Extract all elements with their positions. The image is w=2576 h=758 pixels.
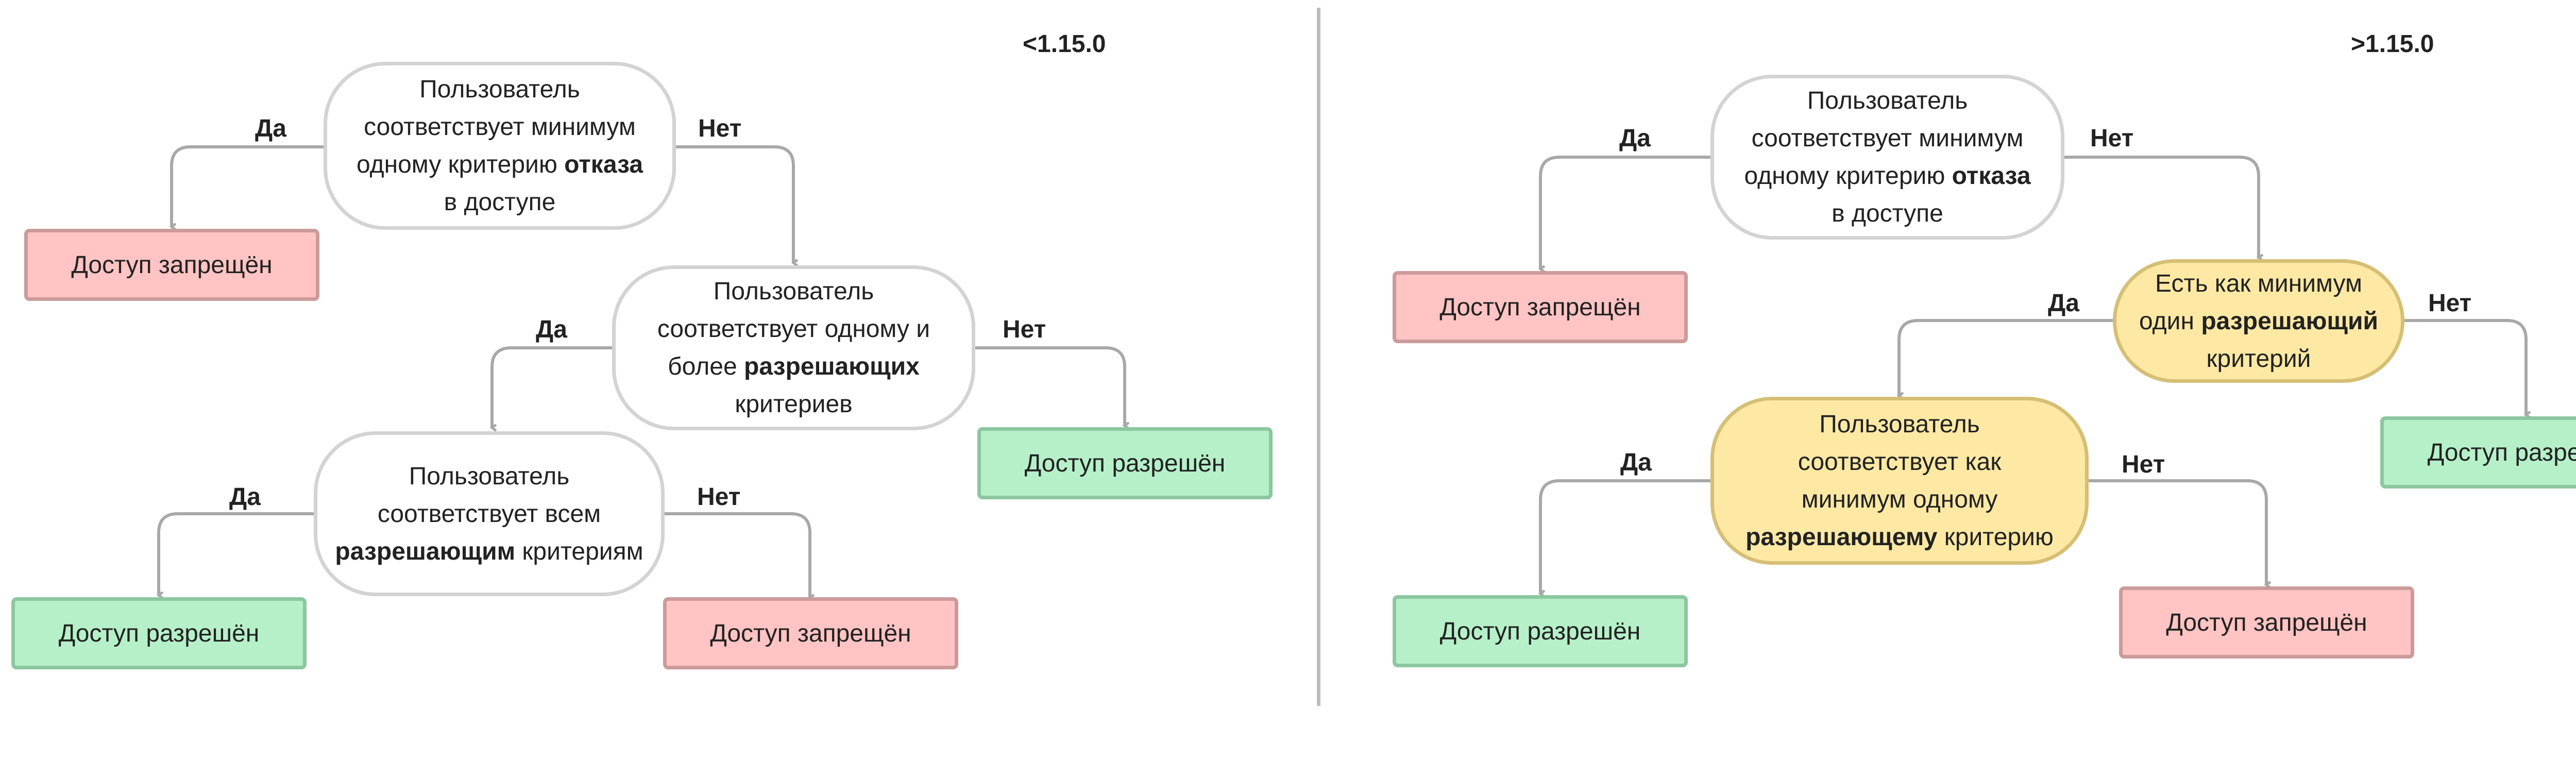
right-q2-yes-label: Да xyxy=(2048,290,2079,317)
edge-left-q3-no xyxy=(665,512,810,598)
version-label-right: >1.15.0 xyxy=(2351,30,2434,58)
left-outcome-access-granted-1: Доступ разрешён xyxy=(977,427,1273,499)
left-outcome-access-denied-1: Доступ запрещён xyxy=(24,229,319,301)
right-decision-at-least-one-allow: Пользователь соответствует как минимум о… xyxy=(1710,397,2089,565)
right-outcome-access-granted-2: Доступ разрешён xyxy=(1393,595,1688,667)
edge-right-q1-yes xyxy=(1540,156,1710,269)
edge-left-q3-yes xyxy=(159,512,314,595)
right-outcome-access-granted-1: Доступ разрешён xyxy=(2380,416,2576,489)
edge-right-q3-no xyxy=(2089,479,2266,585)
left-q3-yes-label: Да xyxy=(229,483,261,511)
right-decision-deny-criterion: Пользователь соответствует минимум одном… xyxy=(1710,75,2064,240)
left-decision-deny-criterion: Пользователь соответствует минимум одном… xyxy=(324,62,676,230)
left-outcome-access-denied-2: Доступ запрещён xyxy=(663,597,958,669)
panel-divider xyxy=(1317,8,1320,706)
edge-left-q2-yes xyxy=(492,346,612,428)
right-outcome-access-denied-1: Доступ запрещён xyxy=(1393,271,1688,343)
edge-left-q2-no xyxy=(975,346,1125,426)
left-q2-no-label: Нет xyxy=(1003,316,1046,343)
left-decision-all-allow-criteria: Пользователь соответствует всем разрешаю… xyxy=(314,431,665,596)
right-q3-yes-label: Да xyxy=(1620,449,1652,476)
right-q3-no-label: Нет xyxy=(2122,451,2165,478)
edge-right-q2-no xyxy=(2404,319,2526,415)
left-q2-yes-label: Да xyxy=(536,316,567,343)
right-outcome-access-denied-2: Доступ запрещён xyxy=(2119,586,2414,659)
right-q1-no-label: Нет xyxy=(2090,125,2134,152)
left-decision-allow-criteria: Пользователь соответствует одному и боле… xyxy=(612,265,975,430)
edge-left-q1-yes xyxy=(172,145,324,227)
left-q1-yes-label: Да xyxy=(255,115,286,142)
edge-right-q1-no xyxy=(2064,156,2259,258)
right-q1-yes-label: Да xyxy=(1619,125,1651,152)
left-q3-no-label: Нет xyxy=(697,483,741,511)
right-decision-has-allow-criterion: Есть как минимум один разрешающий критер… xyxy=(2113,259,2404,383)
left-outcome-access-granted-2: Доступ разрешён xyxy=(11,597,307,669)
edge-left-q1-no xyxy=(676,145,793,263)
edge-right-q3-yes xyxy=(1540,479,1710,594)
version-label-left: <1.15.0 xyxy=(1023,30,1106,58)
left-q1-no-label: Нет xyxy=(698,115,742,142)
right-q2-no-label: Нет xyxy=(2428,290,2472,317)
edge-right-q2-yes xyxy=(1899,319,2113,396)
